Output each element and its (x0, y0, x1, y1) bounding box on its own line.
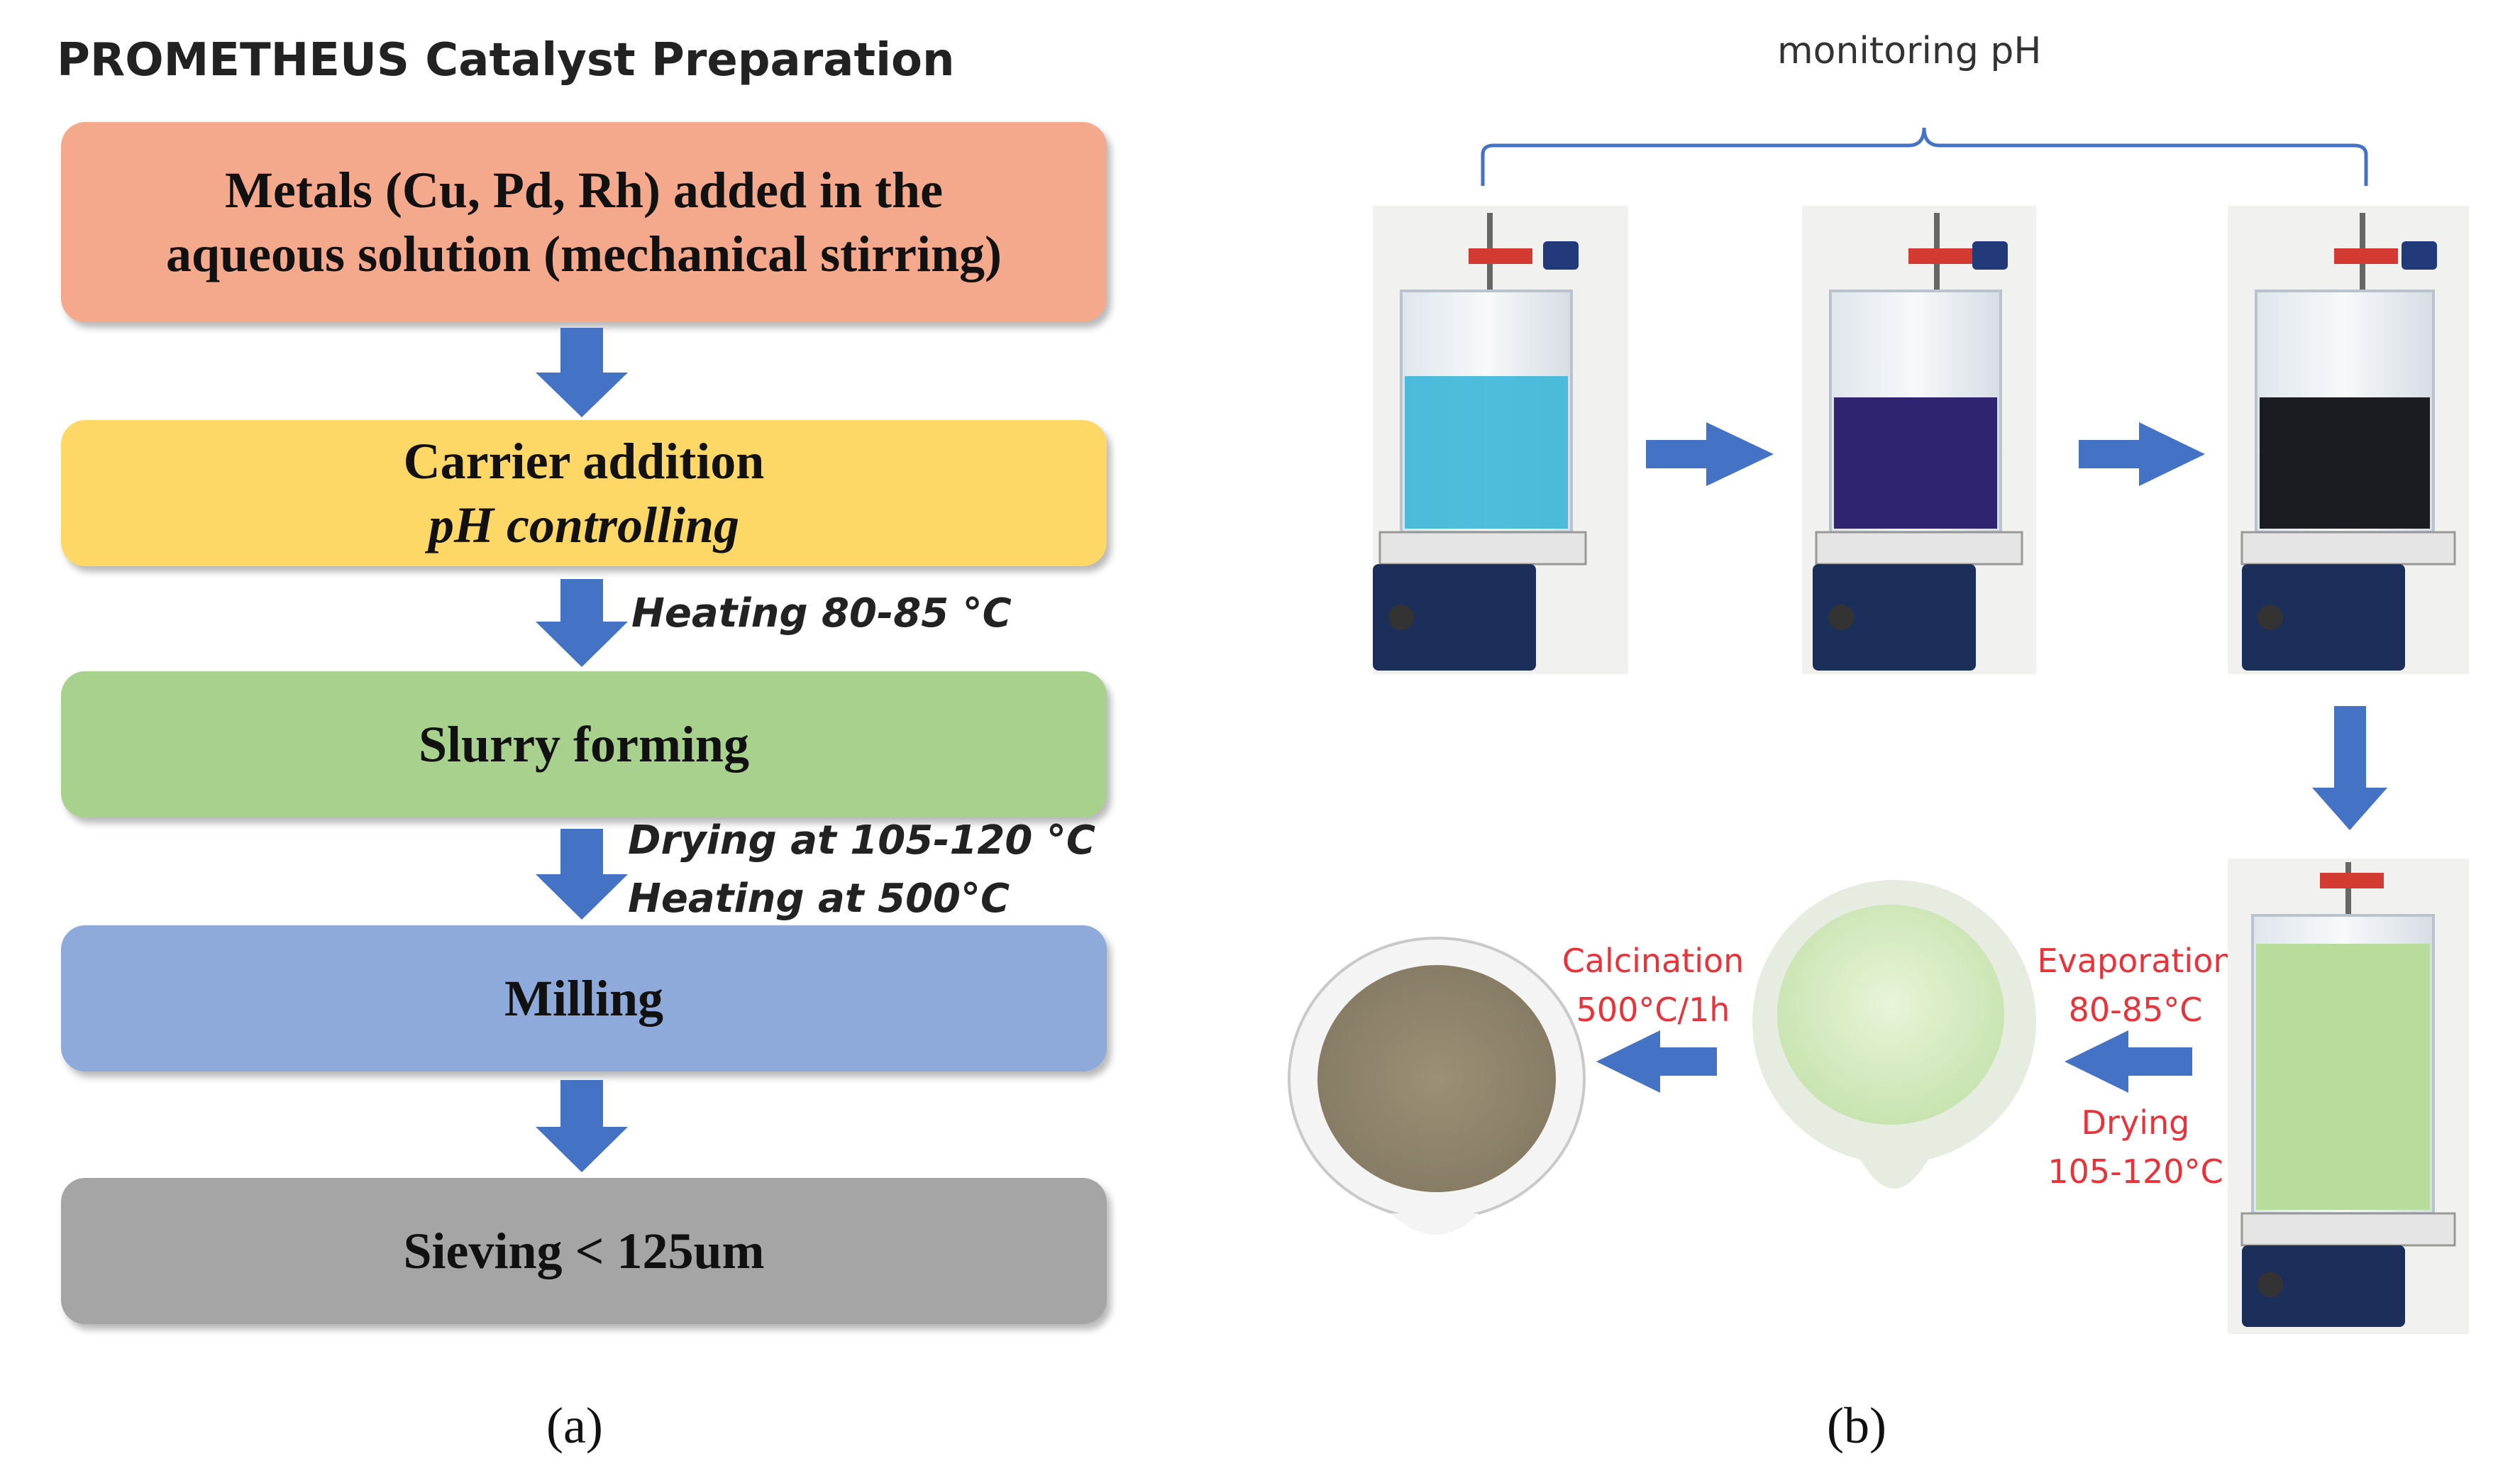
flow-arrows-a (536, 328, 628, 1172)
panel-a-label: (a) (546, 1397, 603, 1454)
left-arrow-2 (1596, 1030, 1717, 1093)
beaker-setup-green (2228, 859, 2469, 1334)
beaker-setup-purple (1802, 206, 2036, 674)
evaporation-temp: 80-85°C (2068, 991, 2203, 1029)
down-arrow-b (2312, 706, 2387, 830)
step-metals-box: Metals (Cu, Pd, Rh) added in the aqueous… (61, 122, 1107, 322)
step-sieving-box: Sieving < 125um (61, 1178, 1107, 1324)
step-carrier-line1: Carrier addition (403, 433, 765, 490)
step-milling-box: Milling (61, 925, 1107, 1071)
monitoring-ph-label: monitoring pH (1777, 30, 2042, 72)
right-arrow-1 (1646, 422, 1774, 486)
step-milling-label: Milling (504, 970, 663, 1027)
beaker-setup-blue (1373, 206, 1628, 674)
note-drying: Drying at 105-120 °C (628, 817, 1095, 864)
left-arrow-1 (2065, 1030, 2192, 1093)
step-carrier-line2: pH controlling (428, 497, 740, 553)
panel-b-label: (b) (1827, 1397, 1886, 1454)
drying-label: Drying 105-120°C (2015, 1098, 2256, 1196)
step-metals-line1: Metals (Cu, Pd, Rh) added in the (224, 162, 944, 219)
dish-green-powder (1752, 880, 2036, 1189)
step-carrier-box: Carrier addition pH controlling (61, 420, 1107, 566)
right-arrow-2 (2079, 422, 2205, 486)
step-metals-line2: aqueous solution (mechanical stirring) (165, 226, 1002, 282)
beaker-setup-black (2228, 206, 2469, 674)
panel-a-title: PROMETHEUS Catalyst Preparation (57, 34, 955, 87)
down-arrow-4 (536, 1080, 628, 1172)
calcination-text: Calcination (1562, 942, 1745, 980)
flow-arrows-b (1596, 422, 2387, 1093)
step-slurry-box: Slurry forming (61, 671, 1107, 817)
down-arrow-3 (536, 829, 628, 920)
calcination-label: Calcination 500°C/1h (1540, 937, 1767, 1035)
monitoring-bracket (1481, 127, 2368, 186)
drying-temp: 105-120°C (2048, 1152, 2223, 1191)
dish-brown-powder (1288, 937, 1586, 1235)
evaporation-text: Evaporation (2037, 942, 2234, 980)
note-heating-500: Heating at 500°C (628, 876, 1010, 922)
evaporation-label: Evaporation 80-85°C (2015, 937, 2256, 1035)
drying-text: Drying (2081, 1103, 2190, 1142)
step-sieving-label: Sieving < 125um (403, 1223, 765, 1279)
note-heating: Heating 80-85 °C (631, 590, 1012, 637)
calcination-temp: 500°C/1h (1576, 991, 1730, 1029)
down-arrow-1 (536, 328, 628, 417)
step-slurry-label: Slurry forming (419, 716, 749, 773)
down-arrow-2 (536, 579, 628, 667)
